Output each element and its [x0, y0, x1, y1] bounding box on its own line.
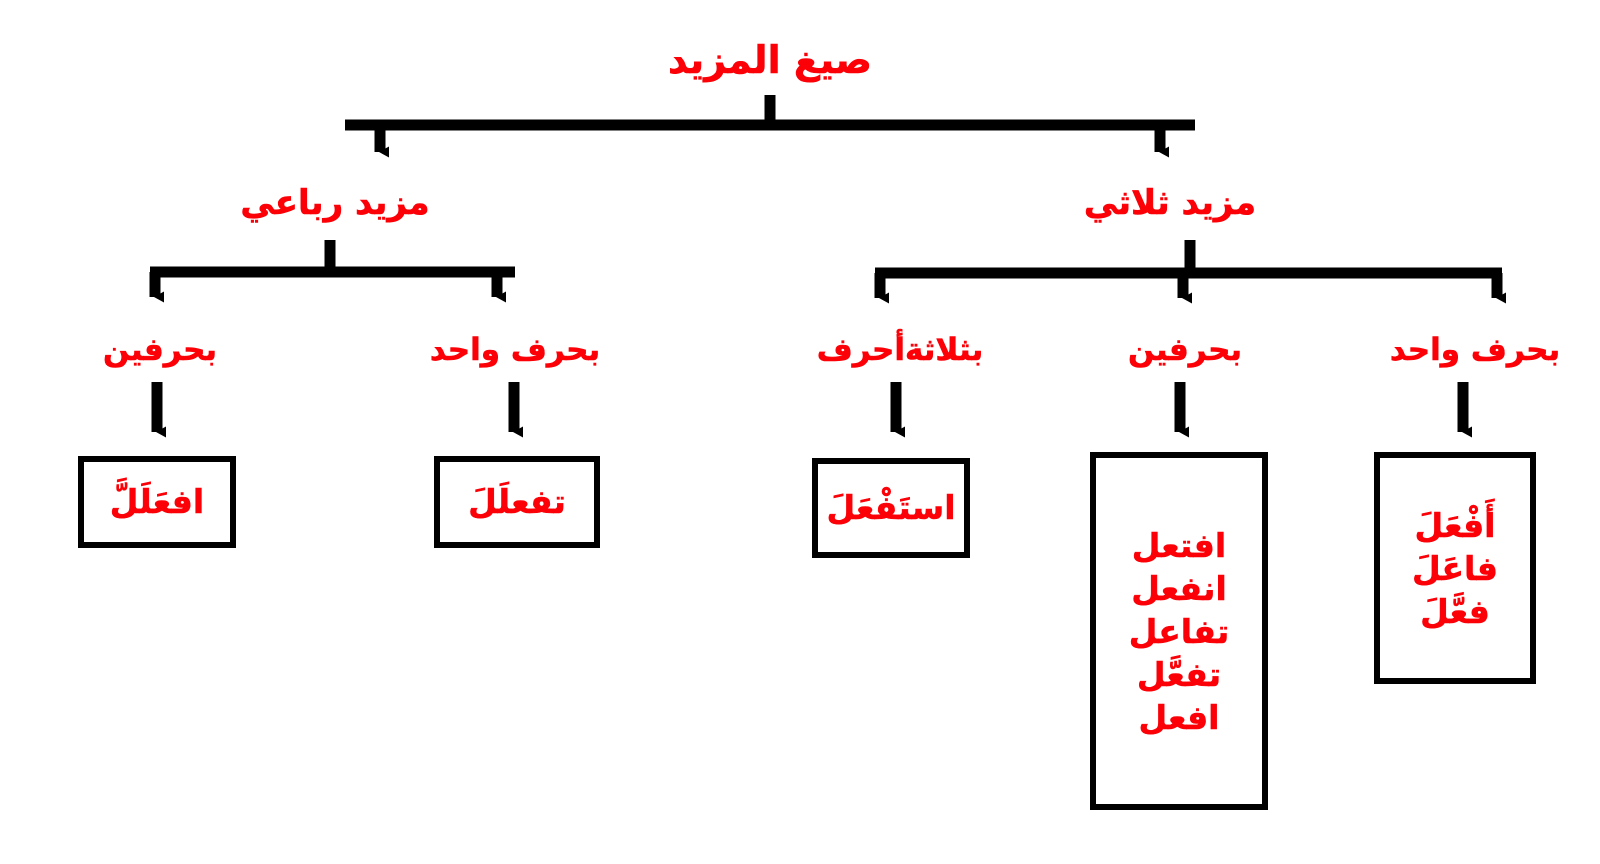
box-istafala: استَفْعَلَ	[812, 458, 970, 558]
node-thulathi-three-letters: بثلاثةأحرف	[816, 332, 984, 368]
box-item: فاعَلَ	[1412, 548, 1499, 588]
node-mazid-thulathi: مزيد ثلاثي	[1083, 183, 1257, 223]
node-rubai-one-letter: بحرف واحد	[429, 332, 601, 368]
connector-leaf-stubs	[151, 382, 1472, 438]
box-thulathi-one-letter-forms: أَفْعَلَ فاعَلَ فعَّلَ	[1374, 452, 1536, 684]
box-item: تفعَّل	[1136, 654, 1222, 694]
node-mazid-rubai: مزيد رباعي	[240, 183, 430, 223]
box-item: استَفْعَلَ	[826, 487, 956, 527]
node-thulathi-one-letter: بحرف واحد	[1389, 332, 1561, 368]
connector-root-to-level2	[345, 95, 1195, 158]
connector-thulathi-branch	[874, 240, 1506, 304]
box-item: تفاعل	[1128, 611, 1230, 651]
box-item: افعل	[1138, 697, 1220, 737]
box-item: تفعلَلَ	[468, 481, 566, 521]
box-item: أَفْعَلَ	[1414, 505, 1496, 545]
node-rubai-two-letters: بحرفين	[102, 332, 218, 368]
connector-rubai-branch	[149, 240, 515, 303]
box-item: افعَلَلَّ	[109, 481, 205, 521]
box-thulathi-two-letters-forms: افتعل انفعل تفاعل تفعَّل افعل	[1090, 452, 1268, 810]
box-item: افتعل	[1131, 525, 1227, 565]
diagram-title: صيغ المزيد	[667, 38, 873, 82]
box-tafalala: تفعلَلَ	[434, 456, 600, 548]
box-item: انفعل	[1131, 568, 1227, 608]
node-thulathi-two-letters: بحرفين	[1127, 332, 1243, 368]
box-ifallalla: افعَلَلَّ	[78, 456, 236, 548]
box-item: فعَّلَ	[1420, 591, 1490, 631]
